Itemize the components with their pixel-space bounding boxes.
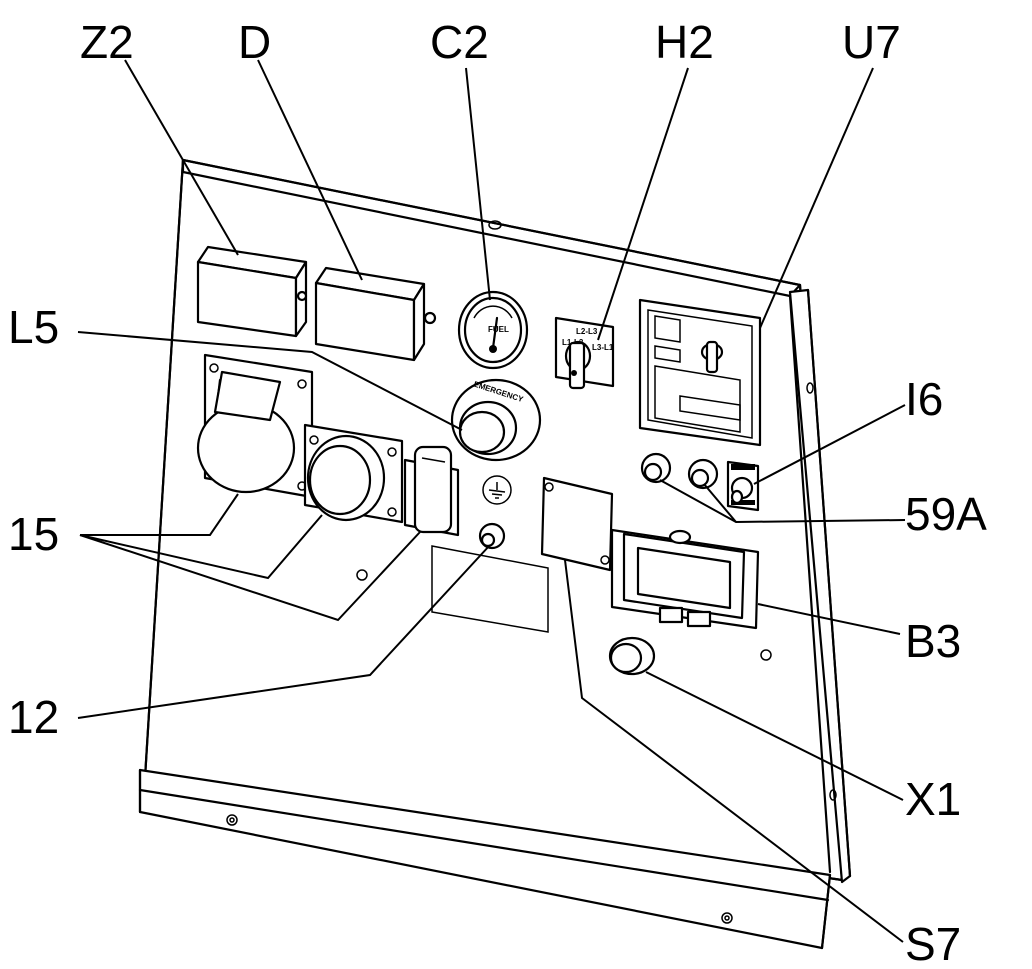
connector-12 (478, 522, 506, 550)
cover-plate-s7 (540, 476, 614, 572)
bottom-rail (138, 768, 832, 950)
emergency-stop-l5: EMERGENCY (450, 378, 542, 462)
callout-12: 12 (8, 691, 59, 743)
box-z2 (196, 245, 308, 338)
socket-large-left (196, 353, 314, 499)
earth-symbol (482, 475, 512, 505)
callout-c2: C2 (430, 16, 489, 68)
panel-hole-right (760, 649, 772, 661)
callout-i6: I6 (905, 373, 943, 425)
socket-middle (303, 423, 404, 524)
callout-b3: B3 (905, 615, 961, 667)
selector-switch-h2: L2-L3 L1-L2 L3-L1 (554, 316, 615, 390)
callout-h2: H2 (655, 16, 714, 68)
callout-z2: Z2 (80, 16, 134, 68)
socket-schuko (403, 445, 460, 537)
callout-labels: Z2 D C2 H2 U7 L5 I6 59A 15 B3 12 X1 S7 (8, 16, 987, 969)
callout-s7: S7 (905, 918, 961, 969)
svg-text:L2-L3: L2-L3 (576, 327, 598, 336)
svg-text:FUEL: FUEL (488, 325, 509, 334)
box-d (314, 266, 437, 362)
connector-housing-b3 (610, 528, 760, 630)
callout-d: D (238, 16, 271, 68)
callout-x1: X1 (905, 773, 961, 825)
panel-hole-left (356, 569, 368, 581)
switches-59a (640, 452, 719, 490)
svg-text:L3-L1: L3-L1 (592, 343, 614, 352)
switch-i6 (726, 460, 760, 512)
callout-u7: U7 (842, 16, 901, 68)
label-plate (431, 545, 549, 633)
callout-15: 15 (8, 508, 59, 560)
leader-lines (77, 59, 906, 943)
callout-59a: 59A (905, 488, 987, 540)
control-module-u7 (638, 298, 762, 447)
gauge-c2: FUEL (457, 290, 529, 370)
callout-l5: L5 (8, 301, 59, 353)
connector-x1 (608, 636, 656, 676)
